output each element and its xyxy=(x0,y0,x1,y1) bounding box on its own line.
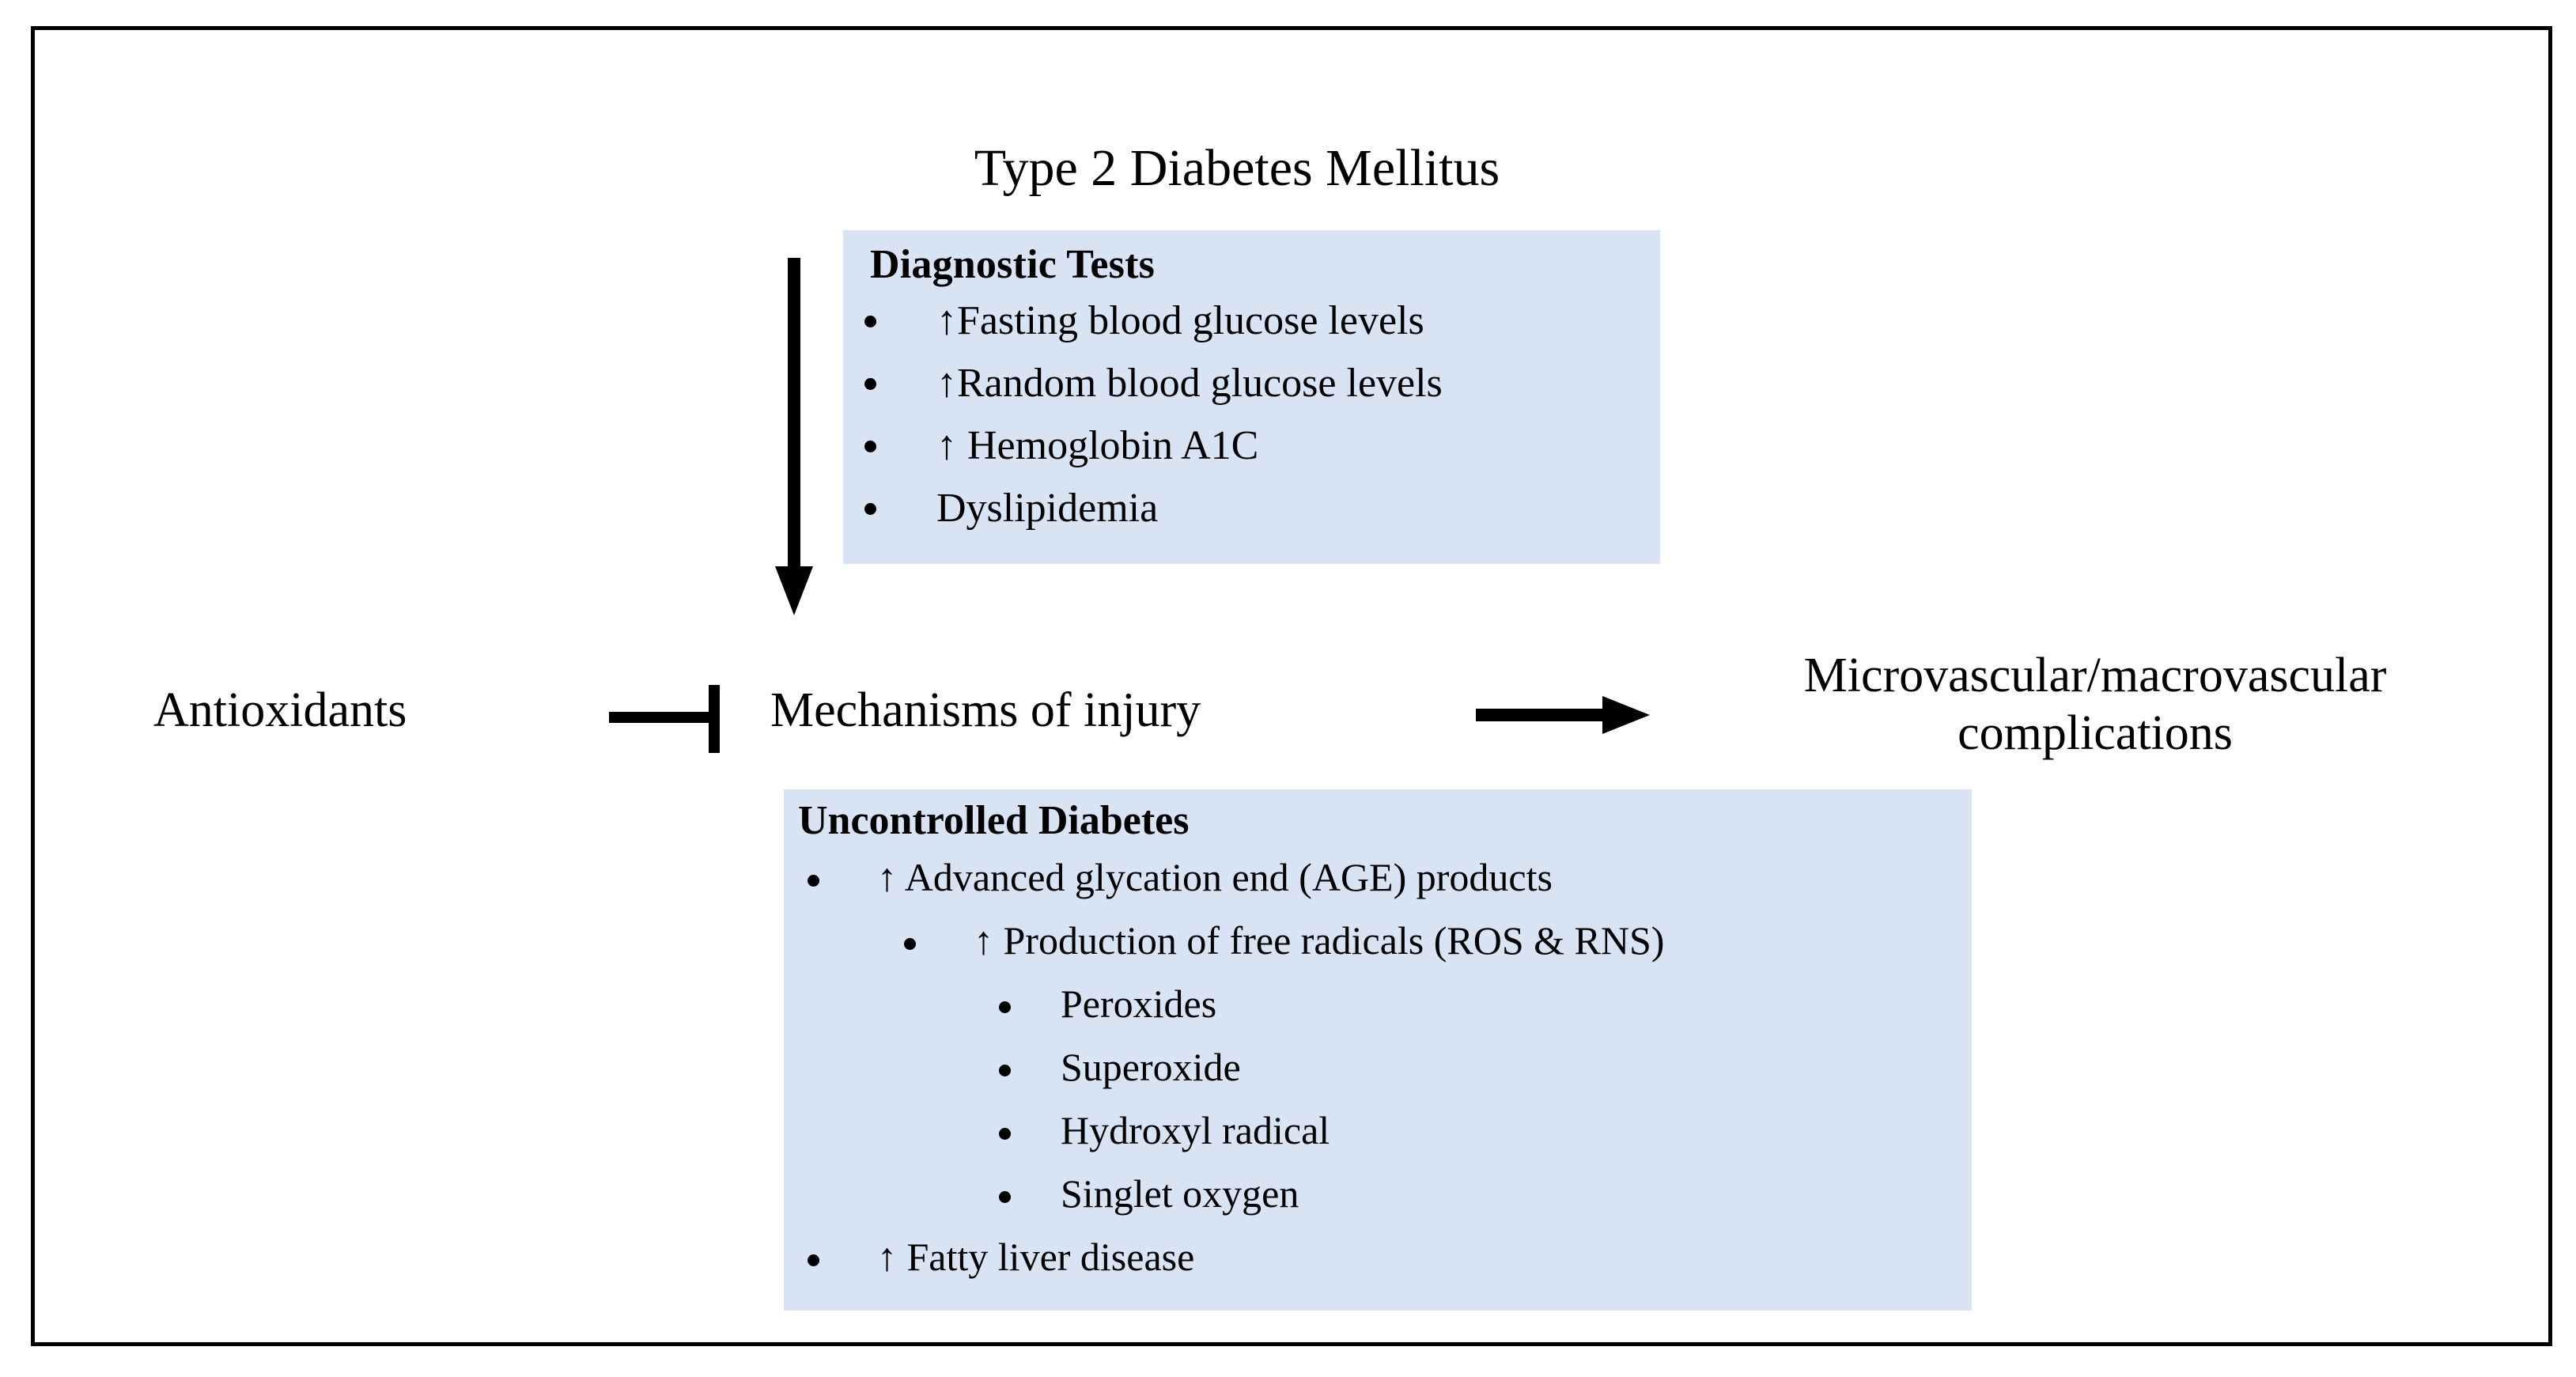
list-item-label: ↑ Hemoglobin A1C xyxy=(936,423,1259,468)
list-item-label: ↑ Fatty liver disease xyxy=(877,1235,1195,1279)
page-title: Type 2 Diabetes Mellitus xyxy=(974,139,1500,197)
uncontrolled-diabetes-list: ↑ Advanced glycation end (AGE) products … xyxy=(784,855,1972,1300)
list-item: ↑Random blood glucose levels xyxy=(843,361,1660,425)
uncontrolled-diabetes-box: Uncontrolled Diabetes ↑ Advanced glycati… xyxy=(784,789,1972,1311)
list-item: Superoxide xyxy=(784,1045,1972,1110)
diagnostic-tests-list: ↑Fasting blood glucose levels ↑Random bl… xyxy=(843,298,1660,550)
bullet-icon xyxy=(864,378,876,390)
complications-line-2: complications xyxy=(1958,706,2233,760)
list-item-label: Singlet oxygen xyxy=(1061,1171,1299,1216)
bullet-icon xyxy=(999,1128,1011,1140)
node-antioxidants: Antioxidants xyxy=(153,683,407,737)
list-item-label: Dyslipidemia xyxy=(936,486,1159,531)
inhibition-t-bar-icon xyxy=(609,679,728,758)
diagram-outer-frame: Type 2 Diabetes Mellitus Diagnostic Test… xyxy=(31,26,2552,1346)
list-item-label: ↑Fasting blood glucose levels xyxy=(936,298,1424,343)
complications-line-1: Microvascular/macrovascular xyxy=(1803,649,2387,702)
list-item-label: ↑ Advanced glycation end (AGE) products xyxy=(877,855,1553,899)
arrow-right-icon xyxy=(1476,693,1650,737)
list-item: Peroxides xyxy=(784,982,1972,1047)
bullet-icon xyxy=(999,1001,1011,1013)
bullet-icon xyxy=(904,938,916,950)
bullet-icon xyxy=(999,1191,1011,1203)
list-item: ↑Fasting blood glucose levels xyxy=(843,298,1660,362)
bullet-icon xyxy=(808,1254,819,1266)
bullet-icon xyxy=(864,503,876,515)
list-item-label: Superoxide xyxy=(1061,1045,1241,1089)
list-item-label: ↑Random blood glucose levels xyxy=(936,361,1443,406)
list-item: Dyslipidemia xyxy=(843,486,1660,550)
list-item-label: ↑ Production of free radicals (ROS & RNS… xyxy=(974,918,1665,963)
list-item: ↑ Advanced glycation end (AGE) products xyxy=(784,855,1972,921)
list-item: Singlet oxygen xyxy=(784,1171,1972,1237)
uncontrolled-diabetes-title: Uncontrolled Diabetes xyxy=(798,798,1190,843)
list-item: ↑ Production of free radicals (ROS & RNS… xyxy=(784,918,1972,984)
bullet-icon xyxy=(864,316,876,327)
bullet-icon xyxy=(999,1065,1011,1076)
node-mechanisms-of-injury: Mechanisms of injury xyxy=(770,683,1201,737)
node-complications: Microvascular/macrovascular complication… xyxy=(1676,647,2514,762)
list-item-label: Hydroxyl radical xyxy=(1061,1108,1330,1152)
diagnostic-tests-title: Diagnostic Tests xyxy=(870,242,1156,287)
list-item: ↑ Hemoglobin A1C xyxy=(843,423,1660,487)
list-item: ↑ Fatty liver disease xyxy=(784,1235,1972,1300)
list-item: Hydroxyl radical xyxy=(784,1108,1972,1174)
diagnostic-tests-box: Diagnostic Tests ↑Fasting blood glucose … xyxy=(843,230,1660,564)
bullet-icon xyxy=(808,875,819,887)
list-item-label: Peroxides xyxy=(1061,982,1217,1026)
bullet-icon xyxy=(864,441,876,452)
arrow-down-icon xyxy=(770,258,818,615)
